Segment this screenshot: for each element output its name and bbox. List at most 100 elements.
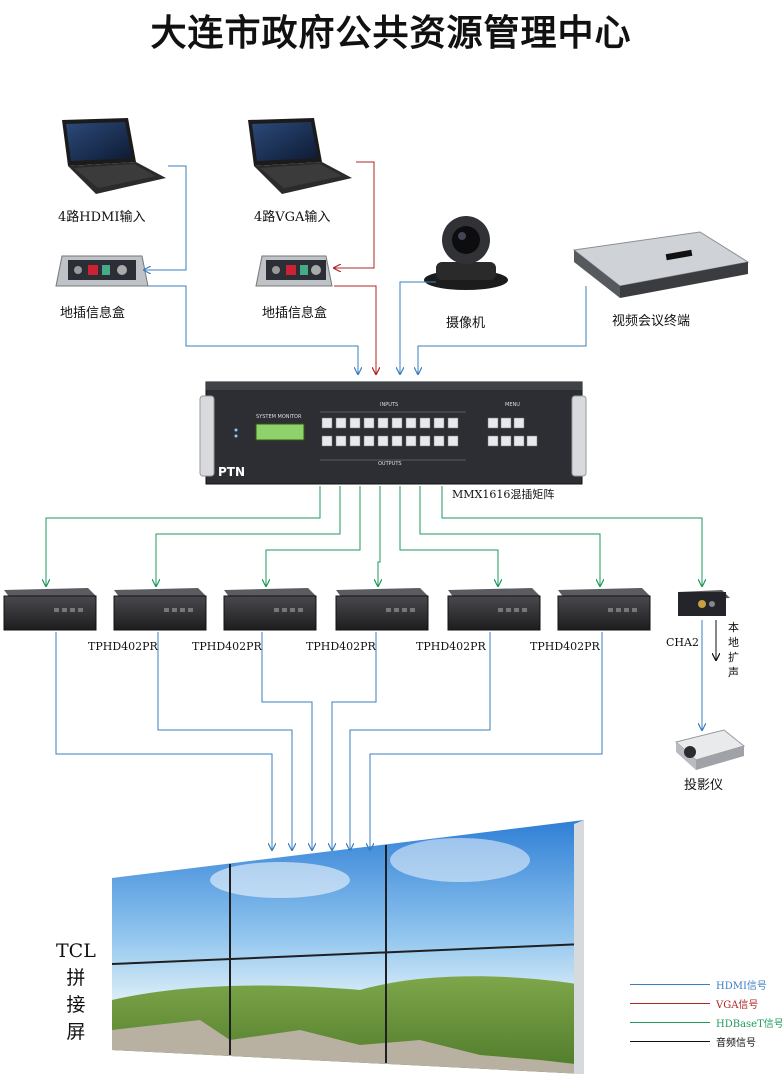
- receiver-body: [3, 595, 97, 631]
- receiver-led: [78, 608, 83, 612]
- receiver-led: [282, 608, 287, 612]
- vc-terminal-label: 视频会议终端: [612, 314, 691, 329]
- receiver-led: [70, 608, 75, 612]
- matrix-button: [377, 435, 389, 447]
- receiver-label-1: TPHD402PR: [88, 640, 158, 653]
- cha2-icon: [678, 590, 730, 616]
- legend-swatch: [630, 1022, 710, 1023]
- hdmi-line: [261, 632, 312, 850]
- matrix-button: [363, 417, 375, 429]
- legend-item-audio: 音频信号: [630, 1032, 780, 1051]
- matrix-button: [391, 435, 403, 447]
- legend-text: HDMI信号: [716, 981, 767, 992]
- receiver-body: [113, 595, 207, 631]
- matrix-button: [321, 417, 333, 429]
- floor-box-2-icon: [255, 255, 333, 287]
- video-wall-char: 屏: [66, 1021, 86, 1043]
- matrix-button: [349, 417, 361, 429]
- video-wall-icon: [111, 820, 585, 1074]
- receiver-icon: [557, 588, 651, 631]
- receiver-led: [274, 608, 279, 612]
- receiver-icon: [447, 588, 541, 631]
- receiver-led: [410, 608, 415, 612]
- legend-text: HDBaseT信号: [716, 1019, 782, 1030]
- hdmi-line: [370, 632, 603, 850]
- laptop-vga-icon: [248, 118, 352, 194]
- receiver-led: [172, 608, 177, 612]
- matrix-button: [391, 417, 403, 429]
- legend-item-hdbaset: HDBaseT信号: [630, 1013, 782, 1032]
- hdbaset-line: [156, 486, 341, 586]
- receiver-led: [608, 608, 613, 612]
- receiver-led: [54, 608, 59, 612]
- receiver-label-3: TPHD402PR: [306, 640, 376, 653]
- matrix-button: [447, 417, 459, 429]
- hdmi-line: [332, 632, 377, 850]
- matrix-button: [433, 435, 445, 447]
- receiver-led: [62, 608, 67, 612]
- cha2-label: CHA2: [666, 636, 699, 649]
- floor-box-2-label: 地插信息盒: [262, 306, 328, 321]
- receiver-led: [624, 608, 629, 612]
- projector-label: 投影仪: [684, 778, 724, 793]
- hdbaset-line: [419, 486, 600, 586]
- receiver-label-2: TPHD402PR: [192, 640, 262, 653]
- hdmi-line: [350, 632, 491, 850]
- matrix-menu-label: MENU: [505, 402, 520, 408]
- receiver-led: [632, 608, 637, 612]
- matrix-button: [419, 435, 431, 447]
- matrix-brand: PTN: [218, 465, 246, 479]
- receiver-led: [394, 608, 399, 612]
- receiver-led: [514, 608, 519, 612]
- receiver-body: [557, 595, 651, 631]
- matrix-button: [377, 417, 389, 429]
- hdmi-line: [55, 632, 272, 850]
- hdbaset-line: [441, 486, 702, 586]
- receiver-body: [223, 595, 317, 631]
- matrix-menu-button: [513, 417, 525, 429]
- legend-swatch: [630, 984, 710, 985]
- receiver-led: [298, 608, 303, 612]
- receiver-icon: [335, 588, 429, 631]
- matrix-menu-button: [487, 435, 499, 447]
- matrix-button: [335, 435, 347, 447]
- matrix-label: MMX1616混插矩阵: [452, 488, 555, 501]
- matrix-button: [321, 435, 333, 447]
- matrix-button: [433, 417, 445, 429]
- matrix-button: [447, 435, 459, 447]
- matrix-monitor-label: SYSTEM MONITOR: [256, 414, 302, 420]
- receiver-led: [188, 608, 193, 612]
- hdbaset-line: [46, 486, 321, 586]
- matrix-inputs-label: INPUTS: [380, 402, 399, 408]
- local-pa-char: 扩: [728, 651, 739, 664]
- receiver-led: [180, 608, 185, 612]
- matrix-outputs-label: OUTPUTS: [378, 461, 402, 467]
- video-wall-label: TCL 拼 接 屏: [56, 938, 96, 1046]
- legend-text: 音频信号: [716, 1038, 756, 1049]
- receiver-led: [164, 608, 169, 612]
- receiver-body: [447, 595, 541, 631]
- floor-box-1-label: 地插信息盒: [60, 306, 126, 321]
- legend-swatch: [630, 1041, 710, 1042]
- video-wall-char: TCL: [56, 940, 96, 962]
- camera-icon: [424, 216, 508, 290]
- floor-box-1-icon: [55, 255, 149, 287]
- matrix-button: [363, 435, 375, 447]
- receiver-icon: [113, 588, 207, 631]
- local-pa-label: 本 地 扩 声: [728, 620, 739, 680]
- matrix-button: [405, 435, 417, 447]
- video-wall-char: 拼: [66, 967, 86, 989]
- hdbaset-line: [378, 486, 380, 586]
- receiver-led: [290, 608, 295, 612]
- local-pa-char: 地: [728, 636, 739, 649]
- video-wall-char: 接: [66, 994, 86, 1016]
- receivers-group: [3, 588, 651, 631]
- matrix-menu-button: [500, 417, 512, 429]
- matrix-menu-button: [513, 435, 525, 447]
- laptop-vga-label: 4路VGA输入: [254, 210, 331, 225]
- matrix-button: [335, 417, 347, 429]
- legend: HDMI信号 VGA信号 HDBaseT信号 音频信号: [630, 975, 782, 1051]
- laptop-hdmi-icon: [62, 118, 166, 194]
- receiver-body: [335, 595, 429, 631]
- receiver-led: [402, 608, 407, 612]
